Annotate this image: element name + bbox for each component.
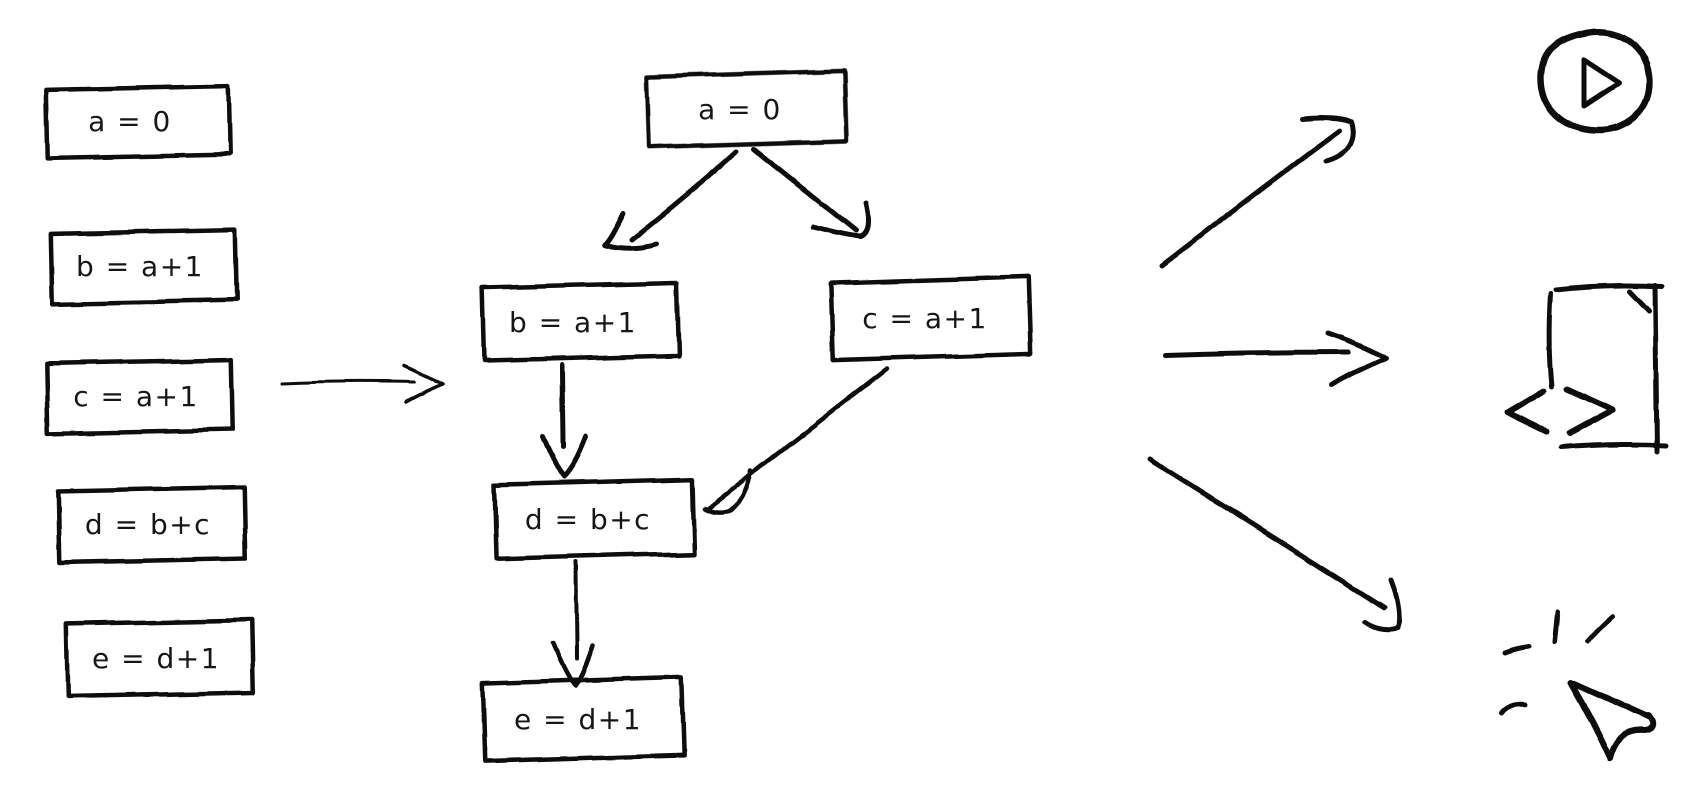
code-box-e [64,617,256,700]
code-window-icon [1504,282,1669,455]
cursor-click-icon [1499,609,1657,762]
graph-node-e-label: e = d+1 [514,703,642,736]
edge-b-d [559,362,566,450]
click-spark-bottom-left [1499,702,1529,717]
edge-c-d [705,366,890,511]
code-box-e-label: e = d+1 [92,642,220,675]
edge-a-c [751,146,859,234]
click-spark-top [1552,609,1561,645]
edge-c-d-head [701,468,754,515]
edge-a-b [628,148,740,243]
edge-d-e-head [550,641,596,689]
code-box-b-label: b = a+1 [76,250,204,283]
dependency-graph [479,68,1034,764]
play-circle [1537,28,1653,134]
click-spark-left [1502,644,1532,656]
code-box-b [49,227,239,307]
edge-a-c-head [810,200,872,240]
code-bracket-right [1564,386,1616,437]
edge-b-d-head [540,433,589,480]
code-window-top [1553,282,1665,292]
code-box-a-label: a = 0 [88,105,172,138]
code-window-bottom [1557,442,1669,451]
output-arrow-bottom-head [1362,577,1402,632]
click-spark-top-right [1585,614,1615,644]
output-arrow-top-head [1299,115,1357,164]
edge-d-e [574,560,579,661]
code-bracket-left [1504,388,1549,435]
graph-node-d-label: d = b+c [525,503,651,536]
cursor-pointer [1568,679,1657,762]
output-arrow-top [1159,128,1343,269]
graph-node-c [828,274,1034,363]
output-arrow-middle [1161,349,1352,358]
code-box-c [44,357,235,437]
output-arrows [1146,115,1402,632]
graph-node-b-label: b = a+1 [509,306,637,339]
list-to-graph-arrow [281,364,445,404]
graph-node-b [479,280,682,363]
arrow-shaft [281,379,416,385]
arrow-head [402,364,445,404]
output-arrow-middle-head [1325,330,1389,388]
code-box-d-label: d = b+c [85,508,211,541]
play-triangle [1581,57,1622,109]
edge-a-b-head [601,210,658,252]
graph-node-e [480,674,687,764]
code-window-left [1547,290,1555,389]
graph-node-d [491,477,697,561]
code-list [44,83,256,700]
code-box-d [56,484,248,565]
graph-node-a-label: a = 0 [698,93,782,126]
play-button-icon [1537,28,1653,134]
output-arrow-bottom [1146,456,1387,610]
code-box-c-label: c = a+1 [73,380,199,413]
code-window-corner-notch [1627,288,1652,314]
code-box-a [44,83,232,161]
graph-node-a [643,68,849,150]
code-window-right [1652,282,1660,455]
graph-node-c-label: c = a+1 [862,302,988,335]
